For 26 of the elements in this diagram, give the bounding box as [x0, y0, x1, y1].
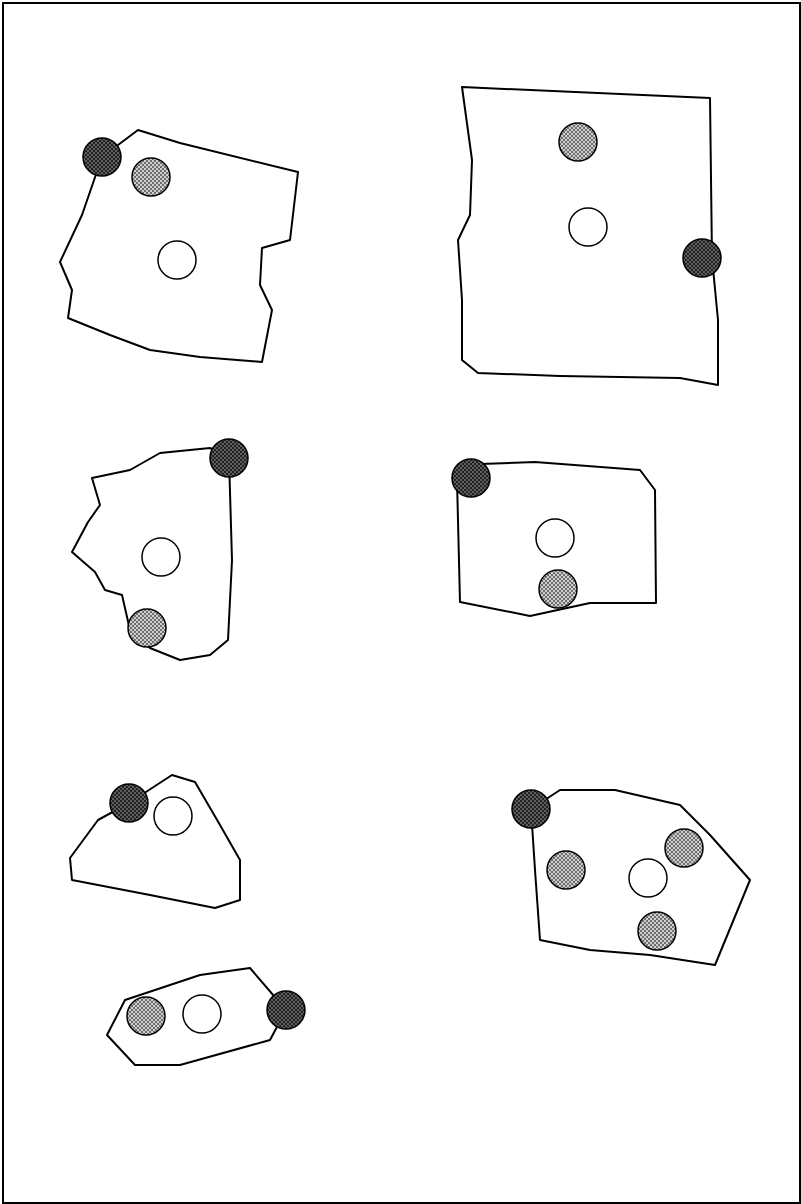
hatched-dot	[131, 157, 171, 197]
irregular-region	[458, 87, 718, 385]
hatched-dot	[546, 850, 586, 890]
hollow-circle	[157, 240, 197, 280]
hollow-circle	[628, 858, 668, 898]
irregular-region	[457, 462, 656, 616]
hatched-dot	[664, 828, 704, 868]
hatched-dot	[127, 608, 167, 648]
dense-hatched-dot	[82, 137, 122, 177]
hollow-circle	[153, 796, 193, 836]
dense-hatched-dot	[266, 990, 306, 1030]
hollow-circle	[535, 518, 575, 558]
hollow-circle	[568, 207, 608, 247]
irregular-region	[531, 790, 750, 965]
hollow-circle	[141, 537, 181, 577]
irregular-region	[60, 130, 298, 362]
dense-hatched-dot	[209, 438, 249, 478]
dense-hatched-dot	[511, 789, 551, 829]
irregular-region	[72, 448, 232, 660]
hollow-circle	[182, 994, 222, 1034]
dense-hatched-dot	[451, 458, 491, 498]
hatched-dot	[538, 569, 578, 609]
hatched-dot	[637, 911, 677, 951]
hatched-dot	[558, 122, 598, 162]
irregular-region	[70, 775, 240, 908]
hatched-dot	[126, 996, 166, 1036]
